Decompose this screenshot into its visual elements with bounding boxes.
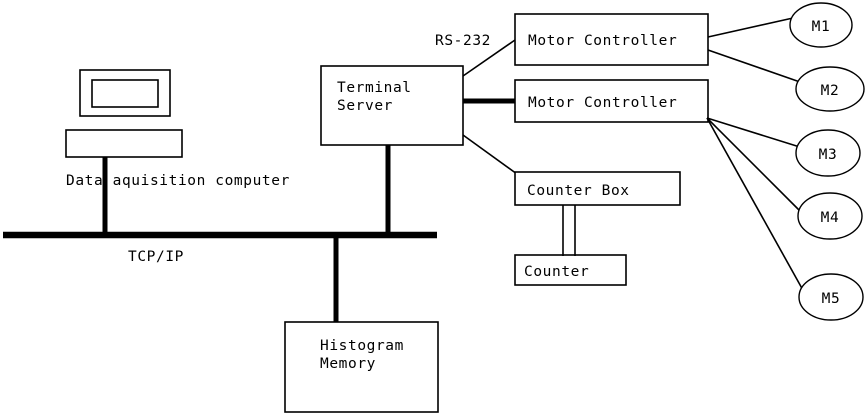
motor-controller-2-label: Motor Controller [528,95,677,111]
link-motor-controller-2-to-m3 [706,117,804,149]
histogram-memory-label-line2: Memory [320,356,376,372]
counter-box[interactable] [514,254,627,286]
link-motor-controller-1-to-m1 [707,17,794,38]
motor-m3-label: M3 [819,147,838,163]
histogram-memory-box[interactable] [284,321,439,413]
motor-m2-label: M2 [821,83,840,99]
tcpip-bus-label: TCP/IP [128,249,184,265]
motor-m1-label: M1 [812,19,831,35]
motor-m1-ellipse[interactable] [789,2,853,48]
motor-m3-ellipse[interactable] [795,129,861,177]
motor-controller-1-label: Motor Controller [528,33,677,49]
motor-m5-ellipse[interactable] [798,273,864,321]
counter-box-box[interactable] [514,171,681,206]
counter-box-label: Counter Box [527,183,630,199]
motor-m4-ellipse[interactable] [797,192,863,240]
motor-controller-2-box[interactable] [514,79,709,123]
link-motor-controller-1-to-m2 [707,49,801,83]
link-terminal-server-to-motor-controller-1 [462,39,516,77]
link-terminal-server-to-counter-box [462,134,518,175]
motor-m2-ellipse[interactable] [795,66,865,112]
link-motor-controller-2-to-m4 [706,117,803,214]
counter-label: Counter [524,264,589,280]
rs232-link-label: RS-232 [435,33,491,49]
histogram-memory-label-line1: Histogram [320,338,404,354]
terminal-server-box[interactable] [320,65,464,146]
motor-m5-label: M5 [822,291,841,307]
workstation-monitor-screen [91,79,159,108]
terminal-server-label-line2: Server [337,98,393,114]
workstation-label: Data aquisition computer [66,173,290,189]
link-motor-controller-2-to-m5 [706,117,805,293]
motor-m4-label: M4 [821,210,840,226]
terminal-server-label-line1: Terminal [337,80,412,96]
motor-controller-1-box[interactable] [514,13,709,66]
workstation-base [65,129,183,158]
